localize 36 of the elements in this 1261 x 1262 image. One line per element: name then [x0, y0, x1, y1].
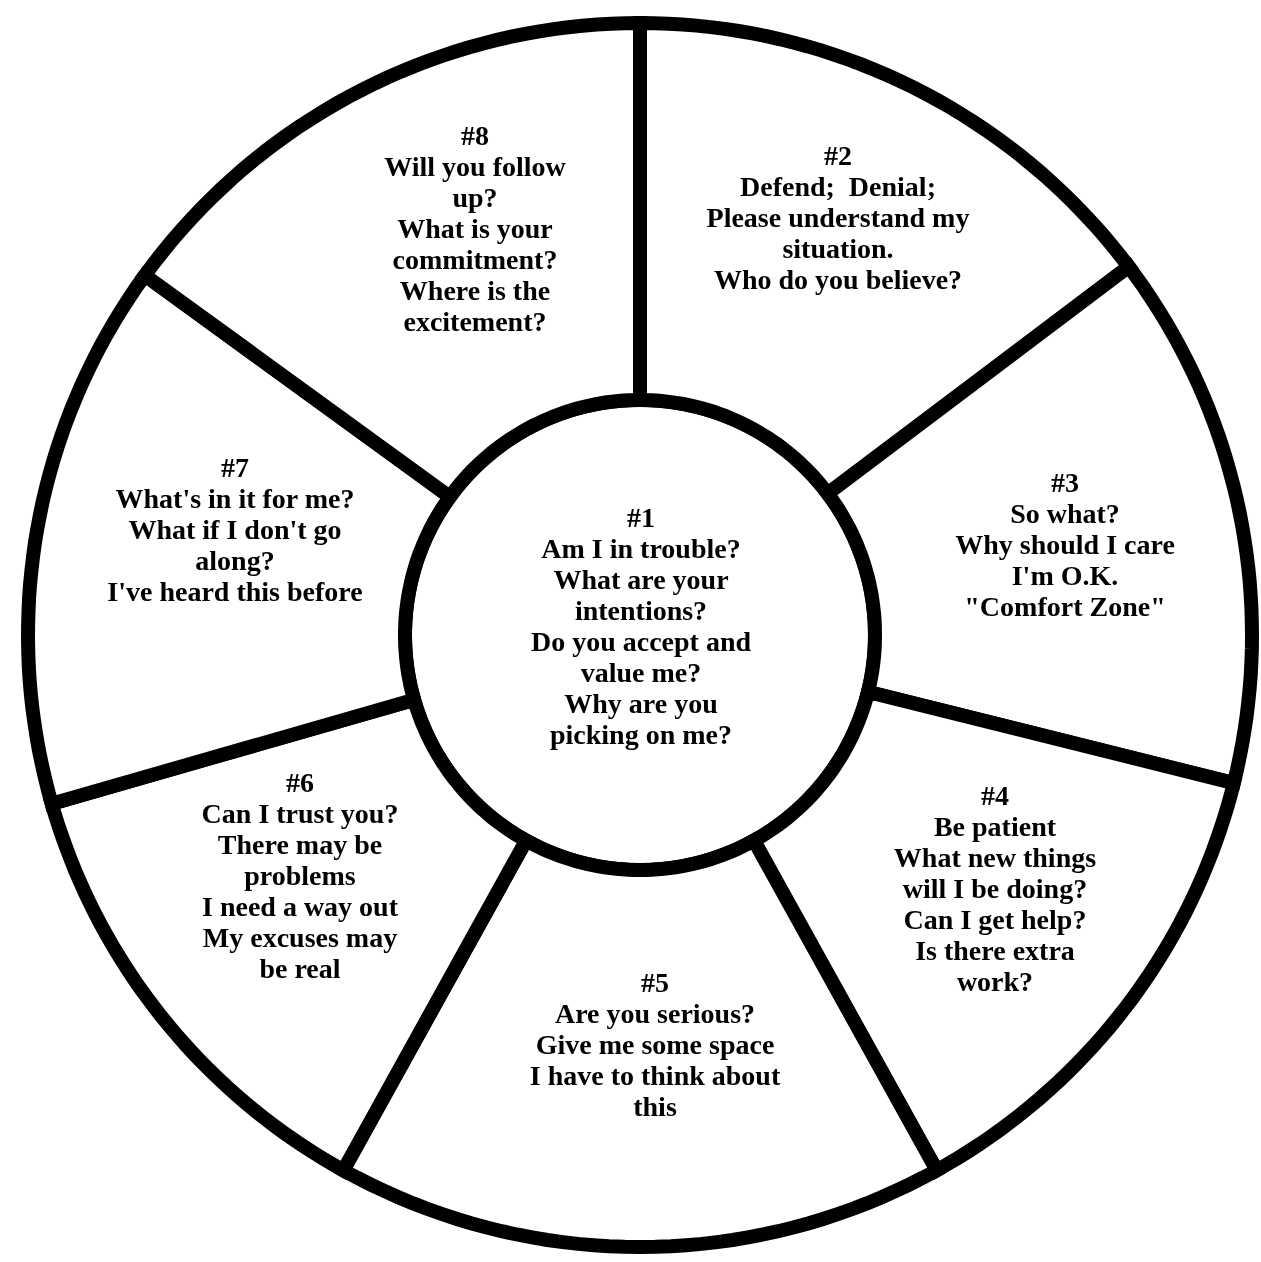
question-text: Can I get help? [902, 904, 1088, 935]
question-text: What are your intentions? [552, 564, 730, 626]
segment-number: #8 [460, 120, 490, 151]
question-text: Why are you picking on me? [549, 688, 733, 750]
segment-number: #7 [220, 452, 250, 483]
question-text: Be patient [932, 811, 1058, 842]
question-text: I have to think about this [528, 1060, 782, 1122]
question-text: Why should I care [954, 529, 1176, 560]
question-text: Defend; Denial; [739, 171, 937, 202]
question-text: Do you accept and value me? [529, 626, 753, 688]
question-text: What is your commitment? [391, 213, 559, 275]
question-text: What new things will I be doing? [892, 842, 1098, 904]
question-text: Is there extra work? [914, 935, 1076, 997]
question-text: Are you serious? [553, 998, 757, 1029]
segment-number: #3 [1050, 467, 1080, 498]
question-text: Please understand my situation. [705, 202, 971, 264]
question-text: So what? [1009, 498, 1121, 529]
question-text: Who do you believe? [712, 264, 964, 295]
question-text: Give me some space [534, 1029, 776, 1060]
question-text: Where is the excitement? [398, 275, 552, 337]
question-text: Am I in trouble? [540, 533, 742, 564]
segment-number: #2 [823, 140, 853, 171]
question-text: Can I trust you? [200, 798, 400, 829]
segment-number: #6 [285, 767, 315, 798]
question-text: "Comfort Zone" [963, 591, 1167, 622]
question-text: I need a way out [201, 891, 399, 922]
segment-number: #1 [626, 502, 656, 533]
question-text: There may be problems [216, 829, 384, 891]
question-text: Will you follow up? [383, 151, 567, 213]
segment-number: #5 [640, 967, 670, 998]
question-text: What if I don't go along? [127, 514, 343, 576]
question-text: My excuses may be real [201, 922, 399, 984]
question-text: What's in it for me? [114, 483, 356, 514]
question-text: I've heard this before [106, 576, 364, 607]
question-text: I'm O.K. [1010, 560, 1120, 591]
segment-number: #4 [980, 780, 1010, 811]
